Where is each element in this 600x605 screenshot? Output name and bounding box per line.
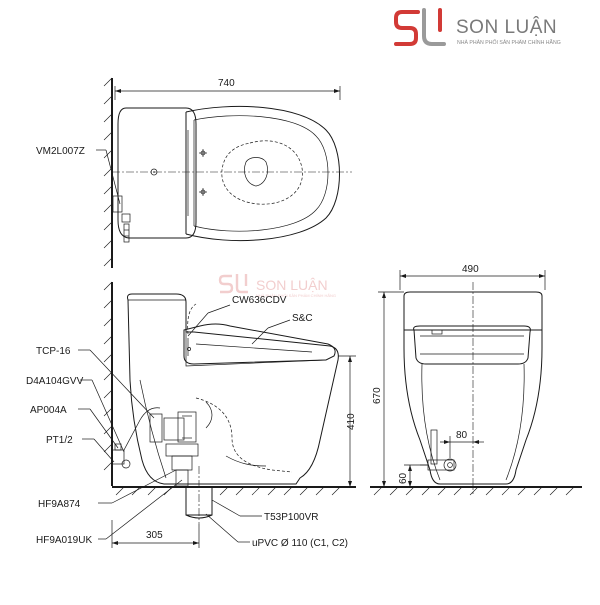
label-hf9a019uk: HF9A019UK <box>36 535 92 546</box>
label-pt12: PT1/2 <box>46 435 73 446</box>
side-view-trapway <box>195 397 293 473</box>
side-view-washlet <box>183 323 336 365</box>
dimension-seat-height: 410 <box>338 355 357 487</box>
dimension-top-width-value: 740 <box>218 78 235 89</box>
label-vm2l007z: VM2L007Z <box>36 146 85 157</box>
brand-logo-icon <box>394 8 446 46</box>
dimension-supply-offset-value: 80 <box>456 430 468 441</box>
label-upvc: uPVC Ø 110 (C1, C2) <box>252 538 348 549</box>
label-t53p100vr: T53P100VR <box>264 512 318 523</box>
watermark: SON LUẬN NHÀ PHÂN PHỐI SẢN PHẨM CHÍNH HÃ… <box>218 274 336 298</box>
brand-name: SON LUẬN <box>456 16 557 38</box>
front-view-washlet <box>413 325 531 365</box>
front-view-floor-hatch <box>373 486 575 496</box>
watermark-tagline: NHÀ PHÂN PHỐI SẢN PHẨM CHÍNH HÃNG <box>256 293 336 298</box>
brand-logo: SON LUẬN NHÀ PHÂN PHỐI SẢN PHẨM CHÍNH HÃ… <box>394 8 561 46</box>
top-view: 740 <box>36 77 352 268</box>
dimension-front-width: 490 <box>399 264 546 290</box>
top-view-wall-hatch <box>103 77 113 267</box>
dimension-rough-in: 305 <box>111 520 200 548</box>
top-view-bolt-markers <box>199 149 207 196</box>
dimension-front-height-value: 670 <box>372 387 383 404</box>
side-view-flange-assembly <box>149 411 199 487</box>
dimension-seat-height-value: 410 <box>346 413 357 430</box>
label-d4a104gvv: D4A104GVV <box>26 376 84 387</box>
dimension-front-width-value: 490 <box>462 264 479 275</box>
side-view-supply-valve <box>111 407 161 469</box>
dimension-supply-offset: 80 <box>440 430 484 458</box>
label-ap004a: AP004A <box>30 405 67 416</box>
label-cw636cdv: CW636CDV <box>232 295 287 306</box>
side-view-toilet-body <box>127 293 339 485</box>
front-view: 490 670 <box>370 264 582 496</box>
front-view-tank <box>403 291 543 331</box>
dimension-front-height: 670 <box>372 291 404 487</box>
dimension-supply-height-value: 60 <box>398 472 409 484</box>
side-view-drain-pipe <box>185 466 213 524</box>
side-view-wall-hatch <box>103 281 113 471</box>
top-view-seat <box>193 115 329 232</box>
top-view-bowl-opening <box>221 140 303 205</box>
watermark-name: SON LUẬN <box>256 277 328 293</box>
dimension-supply-height: 60 <box>398 464 428 487</box>
side-view: 410 305 CW636CDV S&C TCP-16 D4A104GVV AP… <box>26 281 357 549</box>
dimension-top-width: 740 <box>114 78 341 100</box>
top-view-tank <box>117 107 197 239</box>
dimension-rough-in-value: 305 <box>146 530 163 541</box>
top-view-stop-valve <box>112 195 131 243</box>
brand-tagline: NHÀ PHÂN PHỐI SẢN PHẨM CHÍNH HÃNG <box>457 39 561 46</box>
top-view-bowl <box>185 105 340 242</box>
side-view-floor-hatch <box>115 486 341 496</box>
label-hf9a874: HF9A874 <box>38 499 81 510</box>
label-sc: S&C <box>292 313 313 324</box>
label-tcp16: TCP-16 <box>36 346 71 357</box>
